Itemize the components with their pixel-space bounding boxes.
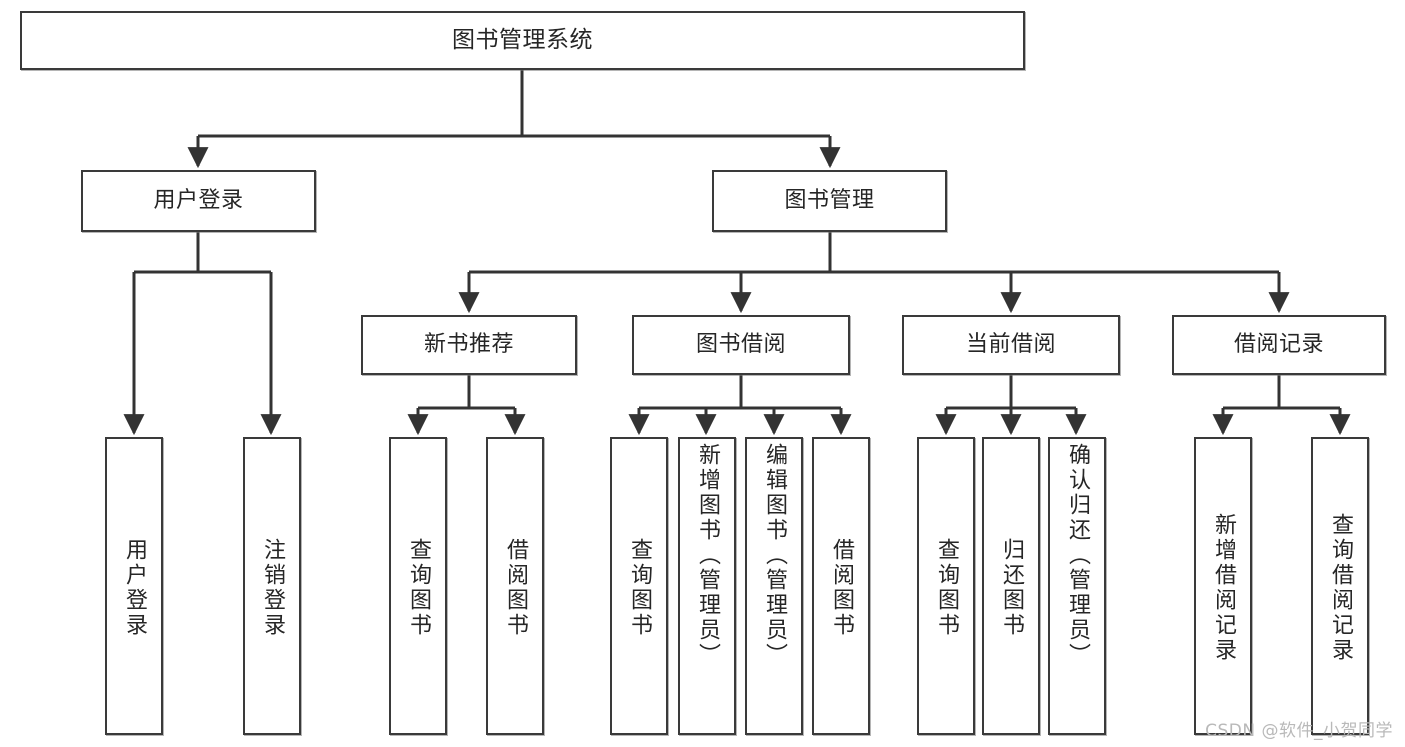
leaf-confirm-return[interactable]: 确认归还（管理员） <box>1048 437 1106 735</box>
node-book-manage[interactable]: 图书管理 <box>712 170 947 232</box>
leaf-query-book-2-label: 查询图书 <box>627 538 652 638</box>
leaf-user-login-label: 用户登录 <box>122 538 147 638</box>
node-book-borrow-label: 图书借阅 <box>695 331 786 357</box>
leaf-user-logout[interactable]: 注销登录 <box>243 437 301 735</box>
leaf-user-logout-label: 注销登录 <box>260 538 285 638</box>
leaf-add-record-label: 新增借阅记录 <box>1211 513 1236 663</box>
leaf-query-book-3[interactable]: 查询图书 <box>917 437 975 735</box>
leaf-borrow-book-1[interactable]: 借阅图书 <box>486 437 544 735</box>
node-user-login[interactable]: 用户登录 <box>81 170 316 232</box>
node-user-login-label: 用户登录 <box>153 187 244 213</box>
leaf-return-book-label: 归还图书 <box>999 538 1024 638</box>
node-root-system[interactable]: 图书管理系统 <box>20 11 1025 70</box>
leaf-borrow-book-1-label: 借阅图书 <box>503 538 528 638</box>
node-book-manage-label: 图书管理 <box>784 187 875 213</box>
node-book-borrow[interactable]: 图书借阅 <box>632 315 850 375</box>
leaf-edit-book[interactable]: 编辑图书（管理员） <box>745 437 803 735</box>
leaf-user-login[interactable]: 用户登录 <box>105 437 163 735</box>
node-borrow-record-label: 借阅记录 <box>1233 331 1324 357</box>
node-new-book-recommend-label: 新书推荐 <box>423 331 514 357</box>
leaf-add-book-label: 新增图书（管理员） <box>695 443 720 668</box>
leaf-query-record-label: 查询借阅记录 <box>1328 513 1353 663</box>
node-current-borrow-label: 当前借阅 <box>965 331 1056 357</box>
csdn-watermark: CSDN @软件_小贺同学 <box>1205 721 1393 741</box>
leaf-query-book-2[interactable]: 查询图书 <box>610 437 668 735</box>
leaf-query-book-1-label: 查询图书 <box>406 538 431 638</box>
leaf-query-book-3-label: 查询图书 <box>934 538 959 638</box>
leaf-borrow-book-2-label: 借阅图书 <box>829 538 854 638</box>
leaf-return-book[interactable]: 归还图书 <box>982 437 1040 735</box>
node-new-book-recommend[interactable]: 新书推荐 <box>361 315 577 375</box>
leaf-confirm-return-label: 确认归还（管理员） <box>1065 443 1090 668</box>
node-current-borrow[interactable]: 当前借阅 <box>902 315 1120 375</box>
node-root-label: 图书管理系统 <box>452 26 593 53</box>
node-borrow-record[interactable]: 借阅记录 <box>1172 315 1386 375</box>
leaf-query-record[interactable]: 查询借阅记录 <box>1311 437 1369 735</box>
leaf-add-record[interactable]: 新增借阅记录 <box>1194 437 1252 735</box>
leaf-borrow-book-2[interactable]: 借阅图书 <box>812 437 870 735</box>
leaf-query-book-1[interactable]: 查询图书 <box>389 437 447 735</box>
leaf-edit-book-label: 编辑图书（管理员） <box>762 443 787 668</box>
leaf-add-book[interactable]: 新增图书（管理员） <box>678 437 736 735</box>
